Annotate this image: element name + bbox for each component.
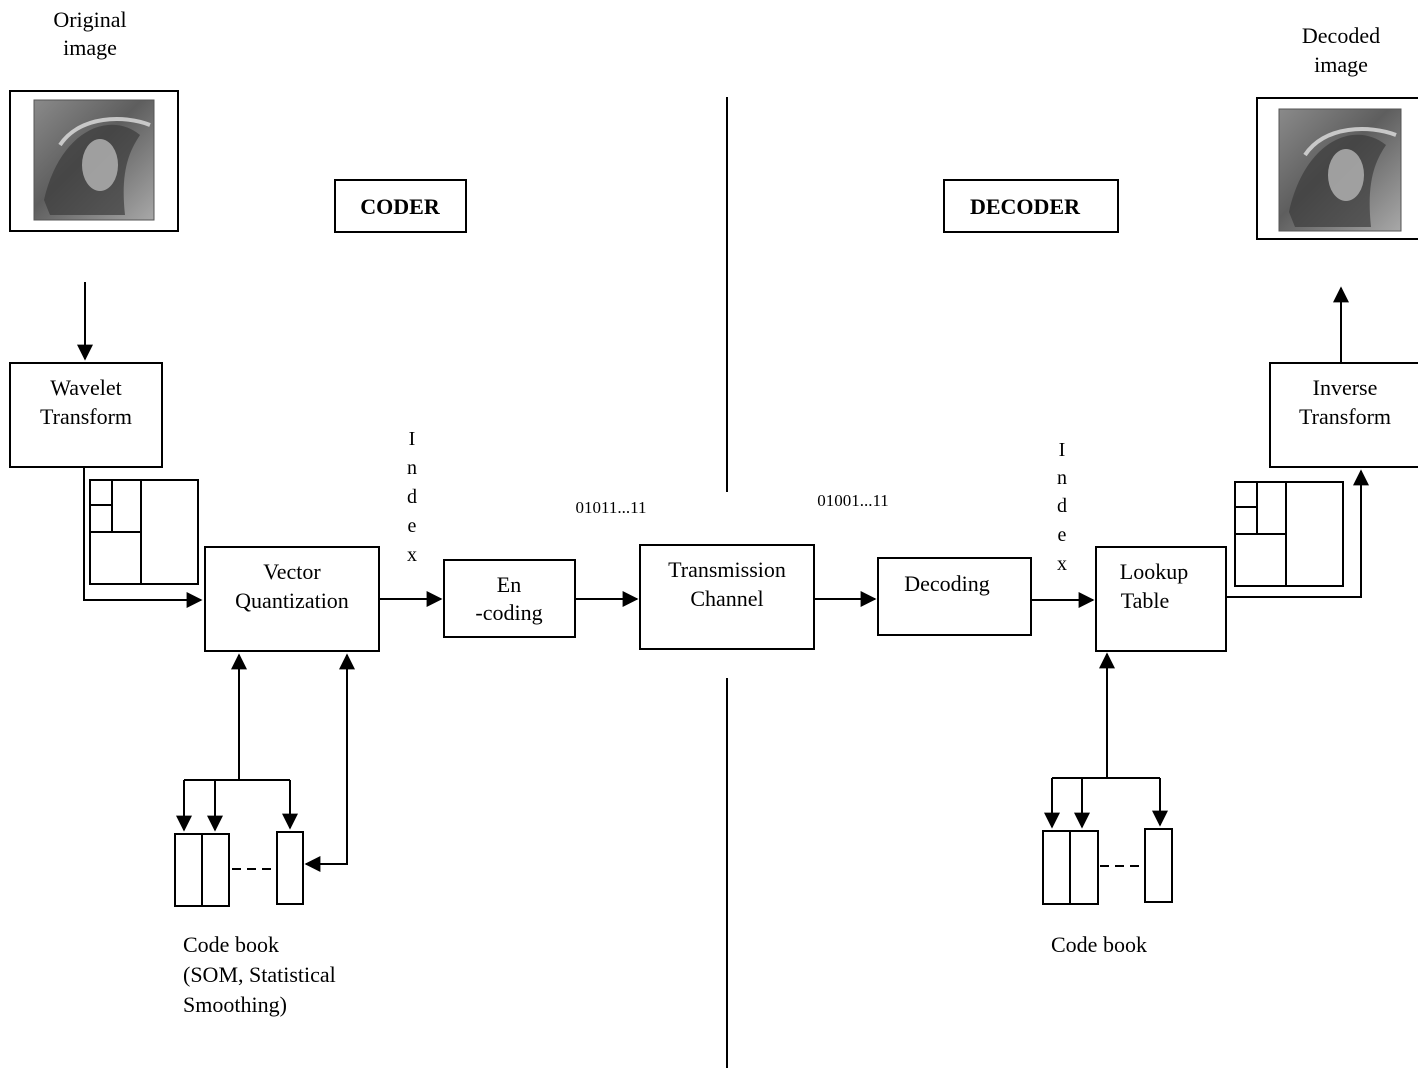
transmission-channel-box: Transmission Channel (639, 544, 815, 650)
svg-text:x: x (1057, 553, 1067, 575)
decoded-image-title-line2: image (1314, 52, 1368, 77)
lookup-table-box: Lookup Table (1095, 546, 1227, 652)
codebook-left-label-line1: Code book (183, 932, 279, 957)
svg-text:n: n (1057, 467, 1067, 489)
codebook-left-label-line3: Smoothing) (183, 992, 287, 1017)
wavelet-label-line1: Wavelet (50, 375, 122, 400)
codebook-right-label: Code book (1051, 932, 1147, 957)
svg-text:x: x (407, 544, 417, 566)
vq-label-line2: Quantization (235, 588, 349, 613)
encoding-label-line2: -coding (475, 600, 542, 625)
svg-text:e: e (1058, 524, 1067, 546)
coder-label: CODER (360, 194, 441, 219)
wavelet-subband-icon-left (89, 479, 199, 585)
wavelet-transform-box: Wavelet Transform (9, 362, 163, 468)
decoder-label-box: DECODER (943, 179, 1119, 233)
svg-text:I: I (1059, 439, 1066, 461)
decoding-box: Decoding (877, 557, 1032, 636)
original-image (9, 90, 179, 232)
svg-text:n: n (407, 457, 417, 479)
index-label-right: I n d e x (1057, 439, 1067, 575)
decoded-image (1256, 97, 1418, 240)
inverse-label-line1: Inverse (1313, 375, 1378, 400)
arrow-wavelet-to-vq (83, 467, 203, 608)
arrow-lookup-to-inverse (1226, 469, 1369, 598)
original-image-title-line1: Original (53, 7, 126, 32)
decoding-label: Decoding (904, 571, 990, 596)
codebook-left (174, 653, 355, 907)
encoding-label-line1: En (497, 572, 521, 597)
lookup-label-line2: Table (1121, 588, 1170, 613)
wavelet-subband-icon-right (1234, 481, 1344, 587)
vq-label-line1: Vector (263, 559, 321, 584)
original-image-title-line2: image (63, 35, 117, 60)
wavelet-label-line2: Transform (40, 404, 132, 429)
encoding-box: En -coding (443, 559, 576, 638)
lookup-label-line1: Lookup (1120, 559, 1188, 584)
channel-label-line2: Channel (690, 586, 763, 611)
arrow-vq-to-codebook (304, 658, 348, 872)
bitstream-label-right: 01001...11 (817, 491, 889, 510)
channel-label-line1: Transmission (668, 557, 786, 582)
vector-quantization-box: Vector Quantization (204, 546, 380, 652)
decoder-label: DECODER (970, 194, 1081, 219)
codebook-right (1042, 652, 1173, 905)
inverse-transform-box: Inverse Transform (1269, 362, 1418, 468)
svg-text:I: I (409, 428, 416, 450)
svg-text:e: e (408, 515, 417, 537)
svg-text:d: d (407, 486, 417, 508)
index-label-left: I n d e x (407, 428, 417, 566)
bitstream-label-left: 01011...11 (576, 498, 647, 517)
codebook-left-label-line2: (SOM, Statistical (183, 962, 336, 987)
inverse-label-line2: Transform (1299, 404, 1391, 429)
svg-text:d: d (1057, 495, 1067, 517)
coder-label-box: CODER (334, 179, 467, 233)
decoded-image-title-line1: Decoded (1302, 23, 1380, 48)
